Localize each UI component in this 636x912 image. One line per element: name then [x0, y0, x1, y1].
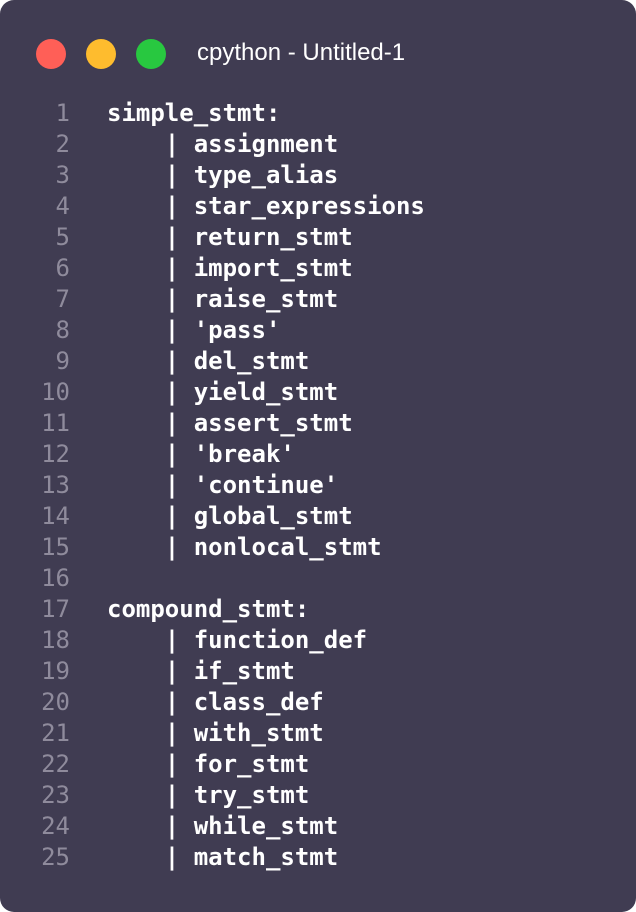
line-number: 13: [41, 471, 70, 499]
code-text: | class_def: [107, 688, 324, 716]
code-line[interactable]: 8 | 'pass': [0, 315, 636, 346]
code-text: | for_stmt: [107, 750, 310, 778]
code-line[interactable]: 17 compound_stmt:: [0, 594, 636, 625]
line-number: 20: [41, 688, 70, 716]
code-line[interactable]: 22 | for_stmt: [0, 749, 636, 780]
code-line[interactable]: 19 | if_stmt: [0, 656, 636, 687]
code-line[interactable]: 21 | with_stmt: [0, 718, 636, 749]
code-text: | if_stmt: [107, 657, 295, 685]
code-text: | star_expressions: [107, 192, 425, 220]
code-text: | try_stmt: [107, 781, 310, 809]
title-bar: cpython - Untitled-1: [0, 0, 636, 96]
line-number: 19: [41, 657, 70, 685]
code-line[interactable]: 15 | nonlocal_stmt: [0, 532, 636, 563]
line-number: 5: [55, 223, 70, 251]
code-line[interactable]: 16: [0, 563, 636, 594]
code-text: | 'pass': [107, 316, 281, 344]
code-line[interactable]: 25 | match_stmt: [0, 842, 636, 873]
code-line[interactable]: 5 | return_stmt: [0, 222, 636, 253]
line-number: 7: [55, 285, 70, 313]
line-number: 4: [55, 192, 70, 220]
code-line[interactable]: 18 | function_def: [0, 625, 636, 656]
line-number: 15: [41, 533, 70, 561]
line-number: 21: [41, 719, 70, 747]
code-line[interactable]: 24 | while_stmt: [0, 811, 636, 842]
line-number: 16: [41, 564, 70, 592]
code-line[interactable]: 11 | assert_stmt: [0, 408, 636, 439]
code-line[interactable]: 6 | import_stmt: [0, 253, 636, 284]
line-number: 22: [41, 750, 70, 778]
line-number: 24: [41, 812, 70, 840]
code-text: | global_stmt: [107, 502, 353, 530]
code-text: | del_stmt: [107, 347, 310, 375]
code-text: | while_stmt: [107, 812, 339, 840]
code-text: | 'continue': [107, 471, 339, 499]
line-number: 17: [41, 595, 70, 623]
code-text: | raise_stmt: [107, 285, 339, 313]
code-text: | match_stmt: [107, 843, 339, 871]
code-line[interactable]: 4 | star_expressions: [0, 191, 636, 222]
line-number: 12: [41, 440, 70, 468]
line-number: 2: [55, 130, 70, 158]
code-line[interactable]: 1 simple_stmt:: [0, 98, 636, 129]
line-number: 10: [41, 378, 70, 406]
line-number: 8: [55, 316, 70, 344]
code-line[interactable]: 14 | global_stmt: [0, 501, 636, 532]
code-line[interactable]: 23 | try_stmt: [0, 780, 636, 811]
close-window-button[interactable]: [36, 39, 66, 69]
code-text: simple_stmt:: [107, 99, 281, 127]
line-number: 14: [41, 502, 70, 530]
line-number: 11: [41, 409, 70, 437]
line-number: 9: [55, 347, 70, 375]
line-number: 25: [41, 843, 70, 871]
code-line[interactable]: 3 | type_alias: [0, 160, 636, 191]
code-text: | function_def: [107, 626, 368, 654]
code-line[interactable]: 7 | raise_stmt: [0, 284, 636, 315]
code-text: | assert_stmt: [107, 409, 353, 437]
code-text: compound_stmt:: [107, 595, 310, 623]
code-text: | import_stmt: [107, 254, 353, 282]
code-line[interactable]: 13 | 'continue': [0, 470, 636, 501]
line-number: 6: [55, 254, 70, 282]
zoom-window-button[interactable]: [136, 39, 166, 69]
line-number: 23: [41, 781, 70, 809]
code-line[interactable]: 2 | assignment: [0, 129, 636, 160]
code-line[interactable]: 9 | del_stmt: [0, 346, 636, 377]
code-text: | type_alias: [107, 161, 339, 189]
code-text: | 'break': [107, 440, 295, 468]
line-number: 3: [55, 161, 70, 189]
window-title: cpython - Untitled-1: [197, 39, 406, 66]
code-text: | yield_stmt: [107, 378, 339, 406]
code-text: | with_stmt: [107, 719, 324, 747]
code-text: | nonlocal_stmt: [107, 533, 382, 561]
line-number: 1: [55, 99, 70, 127]
code-line[interactable]: 12 | 'break': [0, 439, 636, 470]
code-text: | assignment: [107, 130, 339, 158]
minimize-window-button[interactable]: [86, 39, 116, 69]
code-line[interactable]: 20 | class_def: [0, 687, 636, 718]
code-text: | return_stmt: [107, 223, 353, 251]
line-number: 18: [41, 626, 70, 654]
code-line[interactable]: 10 | yield_stmt: [0, 377, 636, 408]
